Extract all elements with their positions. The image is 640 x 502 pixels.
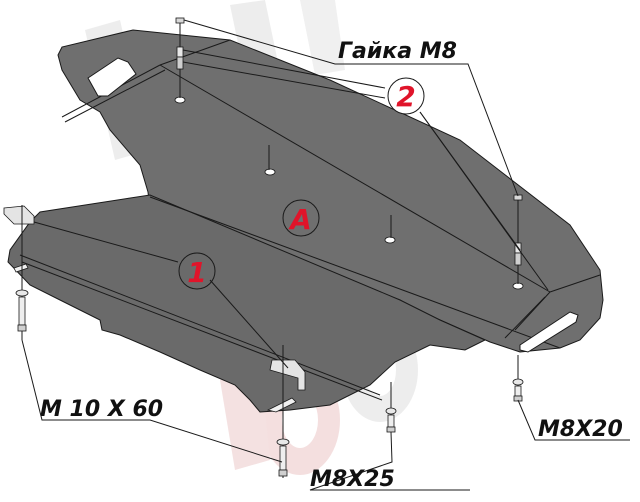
callout-2-label: 2 bbox=[396, 80, 415, 113]
skid-plate bbox=[7, 29, 604, 413]
nut-icon bbox=[175, 17, 185, 24]
washer-icon bbox=[385, 407, 397, 415]
callout-a-label: A bbox=[288, 203, 312, 236]
callout-a: A bbox=[282, 199, 320, 237]
plate-lower bbox=[7, 194, 487, 413]
label-nut-m8: Гайка М8 bbox=[338, 39, 457, 64]
callout-1-label: 1 bbox=[187, 256, 206, 289]
plate-cutout-top bbox=[87, 57, 137, 97]
bolt-icon bbox=[514, 385, 522, 397]
bolt-icon bbox=[18, 296, 26, 326]
washer-icon bbox=[276, 438, 290, 446]
plate-cutout-right bbox=[519, 311, 579, 353]
label-bolt-m10x60: M 10 X 60 bbox=[40, 397, 163, 422]
leader-lines bbox=[21, 19, 630, 491]
fastener-bottom-mid-stack bbox=[385, 382, 397, 433]
plate-upper bbox=[57, 29, 604, 353]
bracket-icon bbox=[269, 359, 306, 391]
spacer-icon bbox=[176, 46, 184, 58]
fastener-top-stack bbox=[175, 17, 185, 98]
washer-icon bbox=[512, 378, 524, 386]
fastener-right-bottom-stack bbox=[512, 355, 524, 402]
label-bolt-m8x25: M8X25 bbox=[310, 467, 395, 492]
label-bolt-m8x20: M8X20 bbox=[538, 417, 623, 442]
plate-cutout-bottom bbox=[266, 397, 297, 413]
fastener-left-stack bbox=[3, 205, 35, 340]
callout-1: 1 bbox=[178, 252, 216, 290]
bolt-icon bbox=[387, 414, 395, 428]
bolt-icon bbox=[279, 445, 287, 471]
callout-2: 2 bbox=[387, 77, 425, 115]
fastener-bottom-left-stack bbox=[269, 345, 306, 478]
washer-icon bbox=[15, 289, 29, 297]
bracket-icon bbox=[3, 205, 35, 225]
